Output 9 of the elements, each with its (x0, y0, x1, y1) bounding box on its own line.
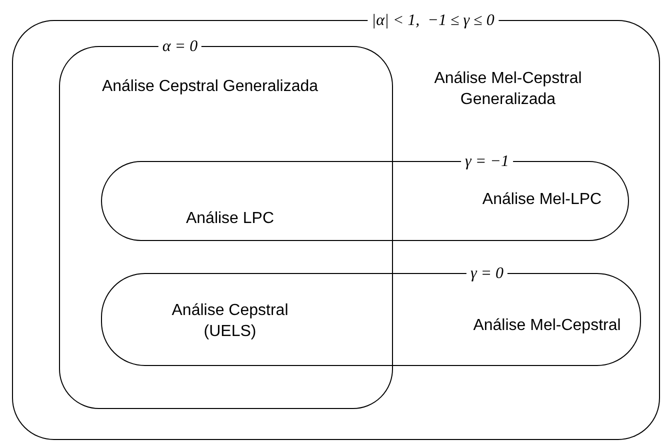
region-title: Análise Mel-Cepstral Generalizada (433, 69, 583, 110)
condition-label: γ = −1 (461, 154, 513, 170)
region-title: Análise LPC (184, 209, 276, 229)
condition-label: |α| < 1, −1 ≤ γ ≤ 0 (368, 13, 498, 29)
region-title: Análise Cepstral (UELS) (170, 301, 290, 342)
region-title: Análise Mel-LPC (481, 190, 603, 210)
region-title: Análise Cepstral Generalizada (100, 77, 320, 97)
condition-label: γ = 0 (466, 266, 508, 282)
region-title: Análise Mel-Cepstral (472, 316, 622, 336)
